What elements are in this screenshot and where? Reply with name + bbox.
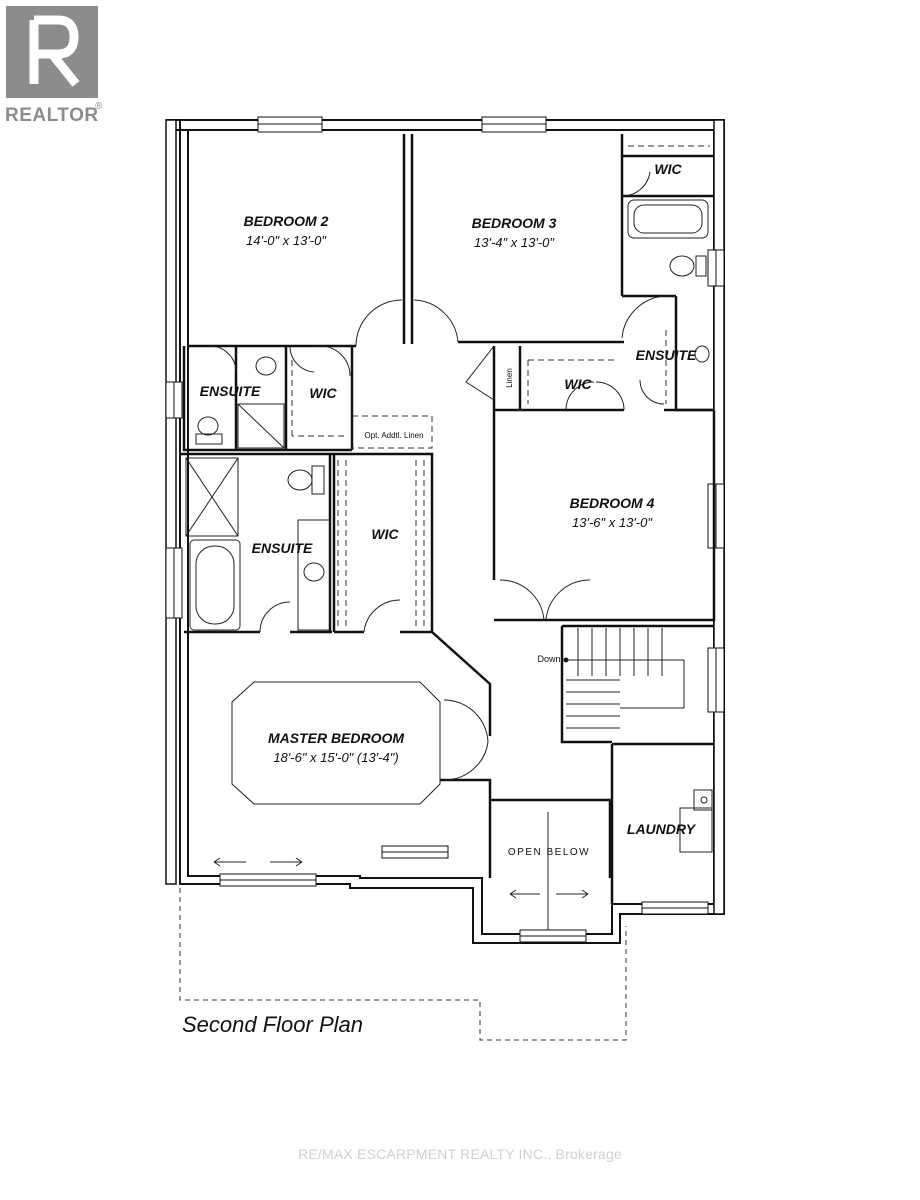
bedroom4-name: BEDROOM 4 bbox=[570, 495, 655, 511]
windows bbox=[165, 116, 725, 943]
main-floor-outline bbox=[179, 888, 627, 1041]
bedroom2-name: BEDROOM 2 bbox=[244, 213, 329, 229]
wic-bedroom3-label: WIC bbox=[654, 161, 682, 177]
bedroom2-size: 14'-0" x 13'-0" bbox=[246, 233, 327, 248]
bedroom3-size: 13'-4" x 13'-0" bbox=[474, 235, 555, 250]
open-below-label: OPEN BELOW bbox=[508, 847, 590, 858]
open-below-arrows bbox=[213, 812, 589, 930]
master-bedroom-name: MASTER BEDROOM bbox=[268, 730, 404, 746]
wic-bedroom4-label: WIC bbox=[564, 376, 592, 392]
opt-linen-label: Opt. Addtl. Linen bbox=[364, 431, 423, 440]
wic-master-label: WIC bbox=[371, 526, 399, 542]
bathroom-fixtures bbox=[185, 199, 713, 853]
bedroom4-size: 13'-6" x 13'-0" bbox=[572, 515, 653, 530]
brokerage-watermark: RE/MAX ESCARPMENT REALTY INC., Brokerage bbox=[298, 1146, 622, 1162]
master-bedroom-size: 18'-6" x 15'-0" (13'-4") bbox=[273, 750, 398, 765]
ensuite-master-label: ENSUITE bbox=[252, 540, 313, 556]
room-labels: BEDROOM 2 14'-0" x 13'-0" BEDROOM 3 13'-… bbox=[182, 161, 697, 1037]
ensuite-bedroom3-label: ENSUITE bbox=[636, 347, 697, 363]
laundry-label: LAUNDRY bbox=[627, 821, 697, 837]
staircase bbox=[563, 628, 685, 729]
realtor-logo: REALTOR ® bbox=[5, 6, 103, 126]
closet-shelves bbox=[291, 145, 710, 626]
stairs-down-label: Down bbox=[537, 654, 560, 664]
door-swings bbox=[209, 171, 669, 781]
master-tray-ceiling bbox=[231, 681, 441, 805]
realtor-logo-text: REALTOR bbox=[5, 105, 99, 126]
wic-bedroom2-label: WIC bbox=[309, 385, 337, 401]
registered-mark: ® bbox=[95, 101, 103, 112]
ensuite-bedroom2-label: ENSUITE bbox=[200, 383, 261, 399]
plan-title: Second Floor Plan bbox=[182, 1012, 363, 1037]
linen-label: Linen bbox=[505, 368, 514, 388]
bedroom3-name: BEDROOM 3 bbox=[472, 215, 557, 231]
